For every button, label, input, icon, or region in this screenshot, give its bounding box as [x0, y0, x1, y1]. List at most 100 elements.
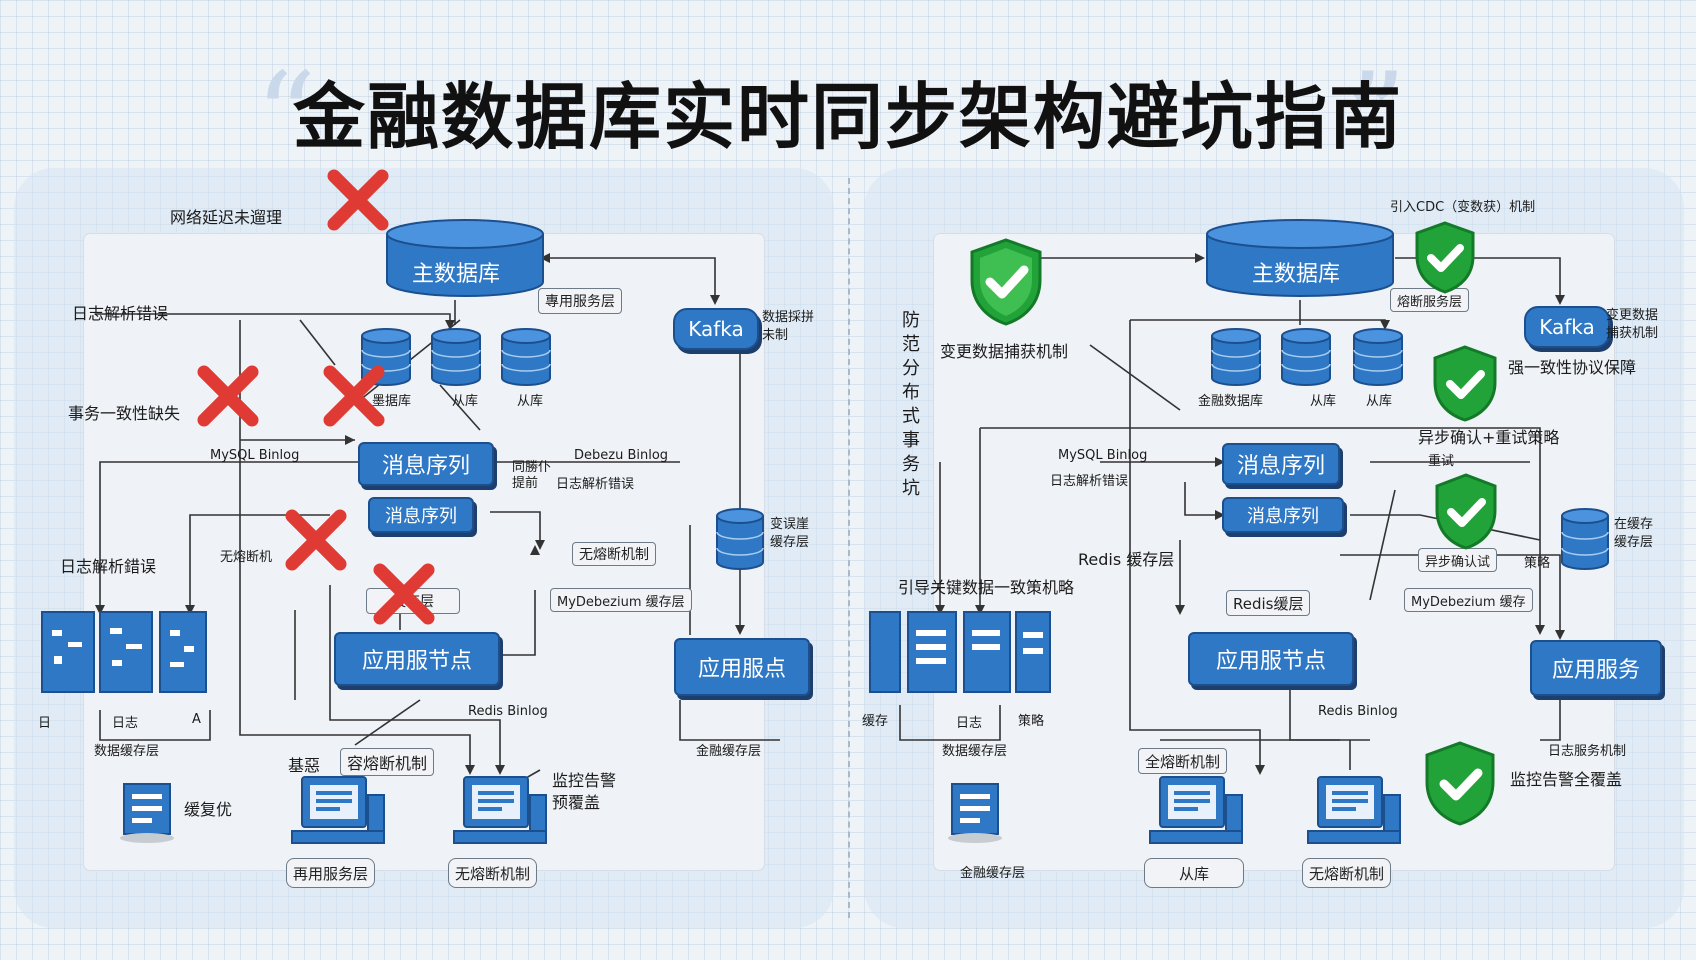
right-mydebezium-tag: MyDebezium 缓存: [1404, 588, 1533, 612]
right-vertical-note: 防范分布式事务坑: [899, 310, 920, 502]
left-cache-note: 变误崖 缓存层: [770, 517, 810, 550]
right-log-parse: 日志解析错误: [1050, 474, 1129, 489]
left-mysql-binlog: MySQL Binlog: [210, 448, 300, 463]
left-replica-db-icon-2: [431, 328, 481, 386]
green-shield-check-icon-5: [1425, 741, 1495, 826]
left-kafka-note: 数据採拼 未制: [762, 310, 815, 343]
right-rack-label-1: 缓存: [862, 714, 889, 729]
left-mydebezium-tag: MyDebezium 缓存层: [550, 588, 692, 612]
left-pc-icon-2: [453, 776, 547, 844]
right-db-label-3: 从库: [1366, 394, 1393, 409]
left-base-label: 基惡: [288, 756, 321, 775]
left-replica-db-icon-3: [501, 328, 551, 386]
right-queue-box-2: 消息序列: [1222, 497, 1344, 533]
left-app-node-box: 应用服节点: [334, 632, 500, 686]
right-pc-label-1: 从库: [1144, 858, 1244, 888]
right-main-db-label: 主数据库: [1252, 262, 1341, 287]
right-queue-box-1: 消息序列: [1222, 443, 1340, 485]
left-monitor-label: 监控告警 预覆盖: [552, 771, 617, 812]
quote-mark-left: “: [255, 48, 317, 187]
red-cross-icon-1: [327, 169, 389, 231]
right-confirm-note: 策略: [1524, 556, 1551, 571]
right-server-icon: [948, 783, 1002, 843]
right-server-rack-icon: [869, 611, 1051, 693]
left-server-icon: [120, 783, 174, 843]
right-rack-label-2: 日志: [956, 716, 983, 731]
right-capture-label: 变更数据捕获机制: [940, 342, 1069, 361]
right-kafka-note: 变更数据 捕获机制: [1606, 308, 1659, 341]
red-cross-icon-5: [373, 563, 435, 625]
right-fault-strategy: 引导关键数据一致策机略: [898, 578, 1075, 597]
right-replica-db-icon-2: [1281, 328, 1331, 386]
left-issue-log-parse-left: 日志解析錯误: [60, 557, 157, 576]
page-title: 金融数据库实时同步架构避坑指南: [292, 75, 1403, 159]
left-note-sync: 同勝仆 提前: [512, 460, 552, 491]
right-mysql-binlog: MySQL Binlog: [1058, 448, 1148, 463]
right-retry-sub: 重试: [1428, 454, 1455, 469]
left-rack-label-3: A: [192, 712, 201, 727]
green-shield-check-icon-2: [1415, 221, 1475, 294]
right-rack-label-3: 策略: [1018, 714, 1045, 729]
right-db-label-2: 从库: [1310, 394, 1337, 409]
right-monitor-label: 监控告警全覆盖: [1510, 770, 1623, 789]
left-server-label: 缓复优: [184, 800, 233, 819]
left-no-break-left: 无熔断机: [220, 550, 273, 565]
left-main-db-label: 主数据库: [412, 262, 501, 287]
right-main-db-icon: [1206, 219, 1394, 297]
right-cache-db-icon: [1561, 508, 1609, 570]
left-pc-label-1: 再用服务层: [286, 858, 376, 888]
left-no-break-bottom: 容熔断机制: [340, 748, 435, 776]
right-redis-cache: Redis 缓存层: [1078, 550, 1175, 569]
left-issue-log-parse-top: 日志解析错误: [72, 304, 169, 323]
right-consistency-label: 强一致性协议保障: [1508, 358, 1637, 377]
green-shield-check-icon-1: [970, 238, 1042, 326]
red-cross-icon-3: [323, 365, 385, 427]
right-service-mech: 日志服务机制: [1548, 744, 1627, 759]
right-confirm-tag: 异步确认试: [1418, 548, 1498, 572]
left-cache-db-icon: [716, 508, 764, 570]
right-cache-note: 在缓存 缓存层: [1614, 517, 1654, 550]
right-kafka-box: Kafka: [1524, 306, 1610, 348]
green-shield-check-icon-4: [1435, 473, 1497, 550]
left-tag-service-layer: 專用服务层: [538, 288, 622, 314]
red-cross-icon-4: [285, 509, 347, 571]
right-app-service-box: 应用服务: [1530, 640, 1662, 696]
left-db-label-2: 从库: [452, 394, 479, 409]
left-rack-label-2: 日志: [112, 716, 139, 731]
right-pc-icon-2: [1307, 776, 1401, 844]
right-server-label: 金融缓存层: [960, 866, 1026, 881]
left-debezium-binlog: Debezu Binlog: [574, 448, 669, 463]
right-pc-label-2: 无熔断机制: [1302, 858, 1392, 888]
left-issue-network: 网络延迟未遛理: [170, 208, 283, 227]
right-tag-service-layer: 熔断服务层: [1390, 288, 1470, 312]
quote-mark-right: ”: [1345, 48, 1407, 187]
right-redis-tag: Redis缓层: [1226, 590, 1311, 616]
right-rack-bottom: 数据缓存层: [942, 744, 1008, 759]
left-pc-label-2: 无熔断机制: [448, 858, 538, 888]
right-replica-db-icon-1: [1211, 328, 1261, 386]
right-db-label-1: 金融数据库: [1198, 394, 1264, 409]
right-replica-db-icon-3: [1353, 328, 1403, 386]
right-cdc-label: 引入CDC（变数获）机制: [1390, 200, 1536, 215]
left-issue-transaction: 事务一致性缺失: [68, 404, 181, 423]
right-fuse-tag: 全熔断机制: [1138, 748, 1228, 774]
right-retry-label: 异步确认+重试策略: [1418, 428, 1560, 447]
left-main-db-icon: [386, 219, 544, 297]
left-finance-cache: 金融缓存层: [696, 744, 762, 759]
left-rack-label-1: 日: [38, 716, 52, 731]
right-app-node-box: 应用服节点: [1188, 632, 1354, 686]
left-app-service-box: 应用服点: [674, 638, 810, 696]
red-cross-icon-2: [197, 365, 259, 427]
right-pc-icon-1: [1149, 776, 1243, 844]
left-note-log-error: 日志解析错误: [556, 477, 635, 492]
left-server-rack-icon: [41, 611, 207, 693]
left-redis-binlog: Redis Binlog: [468, 704, 548, 719]
left-db-label-3: 从库: [517, 394, 544, 409]
left-pc-icon-1: [291, 776, 385, 844]
panel-divider: [848, 178, 850, 918]
left-rack-bottom: 数据缓存层: [94, 744, 160, 759]
left-no-break-right: 无熔断机制: [572, 542, 656, 566]
left-db-label-1: 墨据库: [372, 394, 412, 409]
